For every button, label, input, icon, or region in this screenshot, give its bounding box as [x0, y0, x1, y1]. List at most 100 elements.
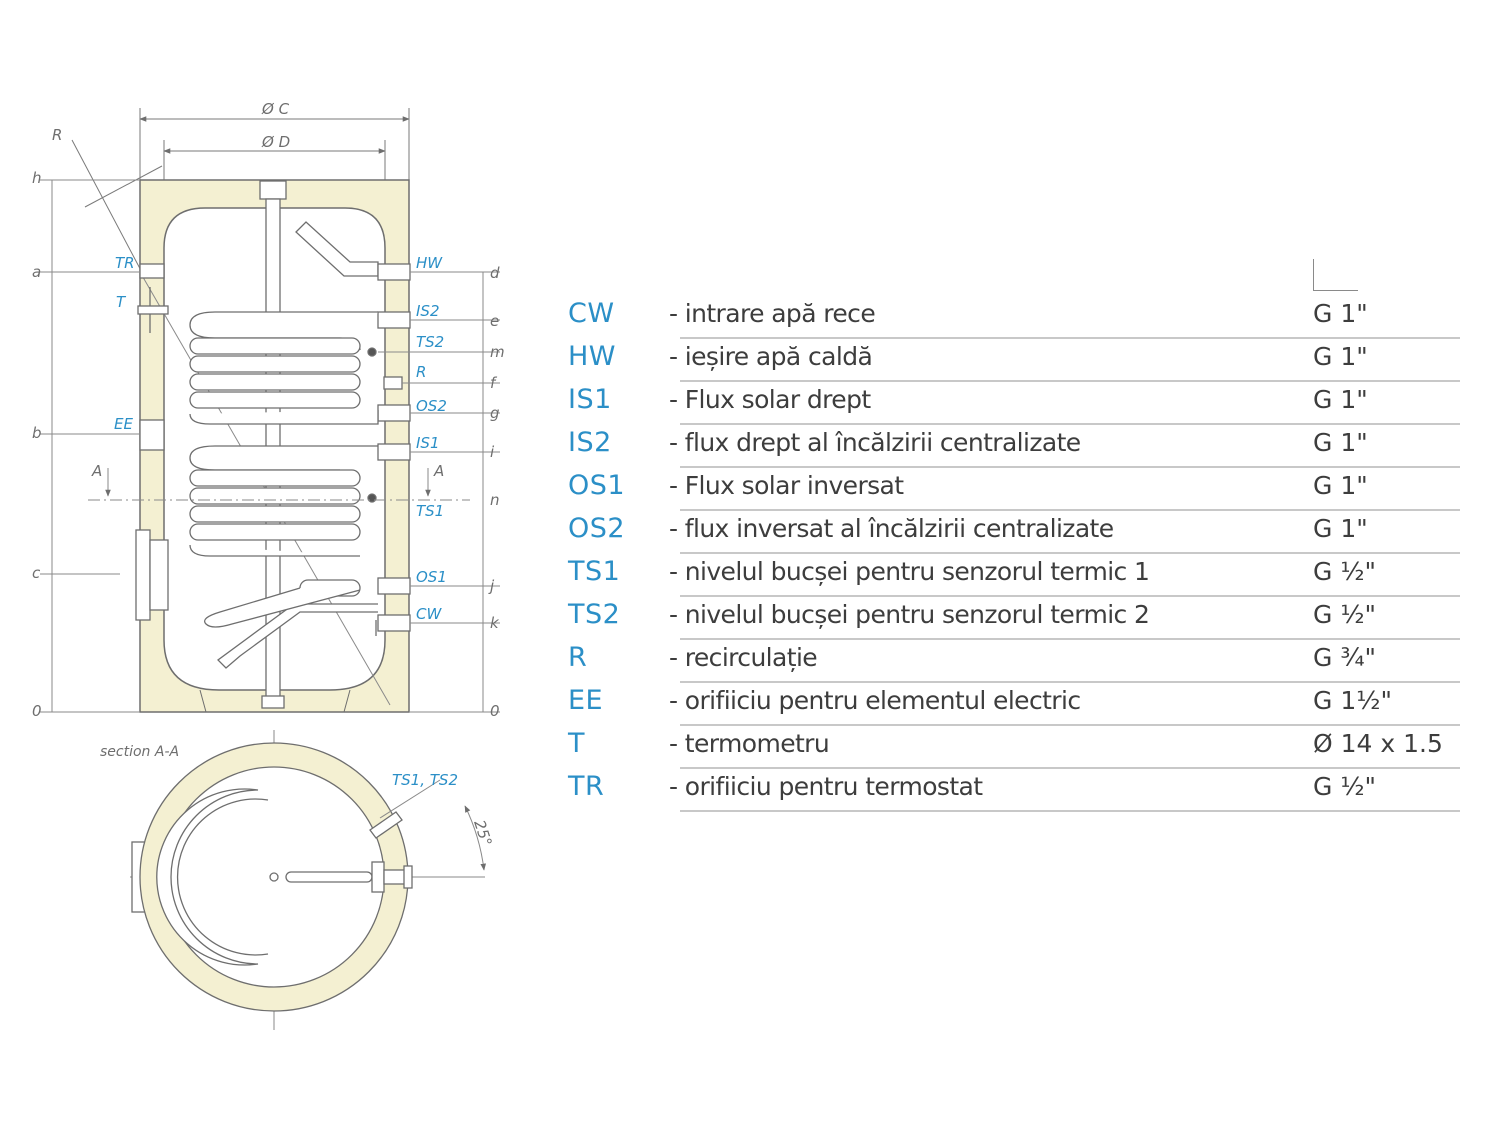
section-mark-right: A — [433, 462, 444, 480]
tag-hw: HW — [416, 254, 443, 272]
tag-r: R — [416, 363, 426, 381]
level-d-label: d — [490, 264, 500, 282]
legend-row: EE - orifiiciu pentru elementul electric G… — [568, 683, 1460, 726]
level-e-label: e — [490, 312, 499, 330]
legend-row: HW - ieșire apă caldă G 1" — [568, 339, 1460, 382]
boiler-technical-drawing: Ø C Ø D R — [32, 100, 505, 1030]
legend-row-divider — [680, 595, 1460, 597]
legend-code: IS2 — [568, 427, 612, 458]
legend-thread-size: G ½" — [1313, 772, 1377, 801]
level-k-label: k — [490, 614, 500, 632]
legend-row-divider — [680, 423, 1460, 425]
tag-is2: IS2 — [416, 302, 440, 320]
tag-os1: OS1 — [416, 568, 447, 586]
legend-thread-size: G 1" — [1313, 385, 1368, 414]
connection-legend: CW - intrare apă rece G 1" HW - ieșire apă c… — [568, 296, 1460, 812]
legend-description: - flux drept al încălzirii centralizate — [669, 428, 1081, 457]
tag-tr: TR — [115, 254, 135, 272]
legend-description: - intrare apă rece — [669, 299, 876, 328]
legend-row: TR - orifiiciu pentru termostat G ½" — [568, 769, 1460, 812]
legend-code: CW — [568, 298, 615, 329]
legend-description: - nivelul bucșei pentru senzorul termic … — [669, 600, 1150, 629]
inner-diameter-label: Ø D — [261, 133, 290, 151]
legend-code: TS1 — [568, 556, 621, 587]
tag-ts1: TS1 — [416, 502, 444, 520]
legend-description: - termometru — [669, 729, 830, 758]
level-f-label: f — [490, 374, 498, 392]
legend-row: TS2 - nivelul bucșei pentru senzorul term… — [568, 597, 1460, 640]
level-n-label: n — [490, 491, 500, 509]
legend-thread-size: G 1" — [1313, 299, 1368, 328]
level-0-right-label: 0 — [490, 702, 500, 720]
lower-coil — [189, 445, 378, 628]
radius-label: R — [52, 126, 62, 144]
tag-is1: IS1 — [416, 434, 440, 452]
legend-code: HW — [568, 341, 616, 372]
legend-thread-size: G 1" — [1313, 342, 1368, 371]
level-a-label: a — [32, 263, 41, 281]
section-view — [130, 730, 487, 1030]
legend-description: - Flux solar inversat — [669, 471, 904, 500]
level-c-label: c — [32, 564, 41, 582]
legend-row-divider — [680, 810, 1460, 812]
level-i-label: i — [490, 443, 495, 461]
legend-row-divider — [680, 337, 1460, 339]
legend-code: R — [568, 642, 588, 673]
tag-t: T — [116, 293, 127, 311]
legend-code: OS1 — [568, 470, 626, 501]
legend-code: TS2 — [568, 599, 621, 630]
legend-row: IS2 - flux drept al încălzirii centraliza… — [568, 425, 1460, 468]
legend-row: T - termometru Ø 14 x 1.5 — [568, 726, 1460, 769]
left-level-lines — [40, 179, 470, 713]
legend-row: CW - intrare apă rece G 1" — [568, 296, 1460, 339]
legend-row: TS1- nivelul bucșei pentru senzorul term… — [568, 554, 1460, 597]
legend-description: - flux inversat al încălzirii centraliza… — [669, 514, 1114, 543]
legend-row-divider — [680, 724, 1460, 726]
level-b-label: b — [32, 424, 42, 442]
legend-row: OS2 - flux inversat al încălzirii central… — [568, 511, 1460, 554]
legend-row-divider — [680, 552, 1460, 554]
legend-description: - Flux solar drept — [669, 385, 871, 414]
level-0-left-label: 0 — [32, 702, 42, 720]
legend-thread-size: G ½" — [1313, 600, 1377, 629]
legend-thread-size: G ½" — [1313, 557, 1377, 586]
legend-thread-size: G 1" — [1313, 471, 1368, 500]
section-sensor-label: TS1, TS2 — [392, 771, 458, 789]
section-mark-left: A — [91, 462, 102, 480]
level-g-label: g — [490, 404, 500, 422]
legend-thread-size: G 1" — [1313, 514, 1368, 543]
upper-coil — [189, 311, 379, 425]
legend-row-divider — [680, 767, 1460, 769]
level-h-label: h — [32, 169, 42, 187]
tag-cw: CW — [416, 605, 442, 623]
legend-thread-size: G ¾" — [1313, 643, 1377, 672]
legend-code: T — [568, 728, 585, 759]
outer-diameter-label: Ø C — [261, 100, 290, 118]
legend-description: - recirculație — [669, 643, 818, 672]
right-level-lines — [378, 271, 500, 713]
legend-row: OS1 - Flux solar inversat G 1" — [568, 468, 1460, 511]
legend-thread-size: Ø 14 x 1.5 — [1313, 729, 1443, 758]
legend-description: - ieșire apă caldă — [669, 342, 873, 371]
legend-thread-size: G 1½" — [1313, 686, 1392, 715]
size-column-marker — [1313, 259, 1358, 291]
tag-ee: EE — [114, 415, 133, 433]
level-j-label: j — [488, 577, 495, 595]
legend-description: - orifiiciu pentru elementul electric — [669, 686, 1081, 715]
legend-description: - orifiiciu pentru termostat — [669, 772, 983, 801]
legend-row: R - recirculație G ¾" — [568, 640, 1460, 683]
legend-row-divider — [680, 638, 1460, 640]
legend-code: EE — [568, 685, 604, 716]
legend-code: TR — [568, 771, 605, 802]
legend-row-divider — [680, 509, 1460, 511]
legend-thread-size: G 1" — [1313, 428, 1368, 457]
level-m-label: m — [490, 343, 505, 361]
legend-row-divider — [680, 380, 1460, 382]
legend-code: OS2 — [568, 513, 626, 544]
legend-row-divider — [680, 681, 1460, 683]
angle-label: 25° — [470, 818, 495, 849]
legend-row-divider — [680, 466, 1460, 468]
section-title: section A-A — [100, 744, 179, 760]
tag-os2: OS2 — [416, 397, 447, 415]
